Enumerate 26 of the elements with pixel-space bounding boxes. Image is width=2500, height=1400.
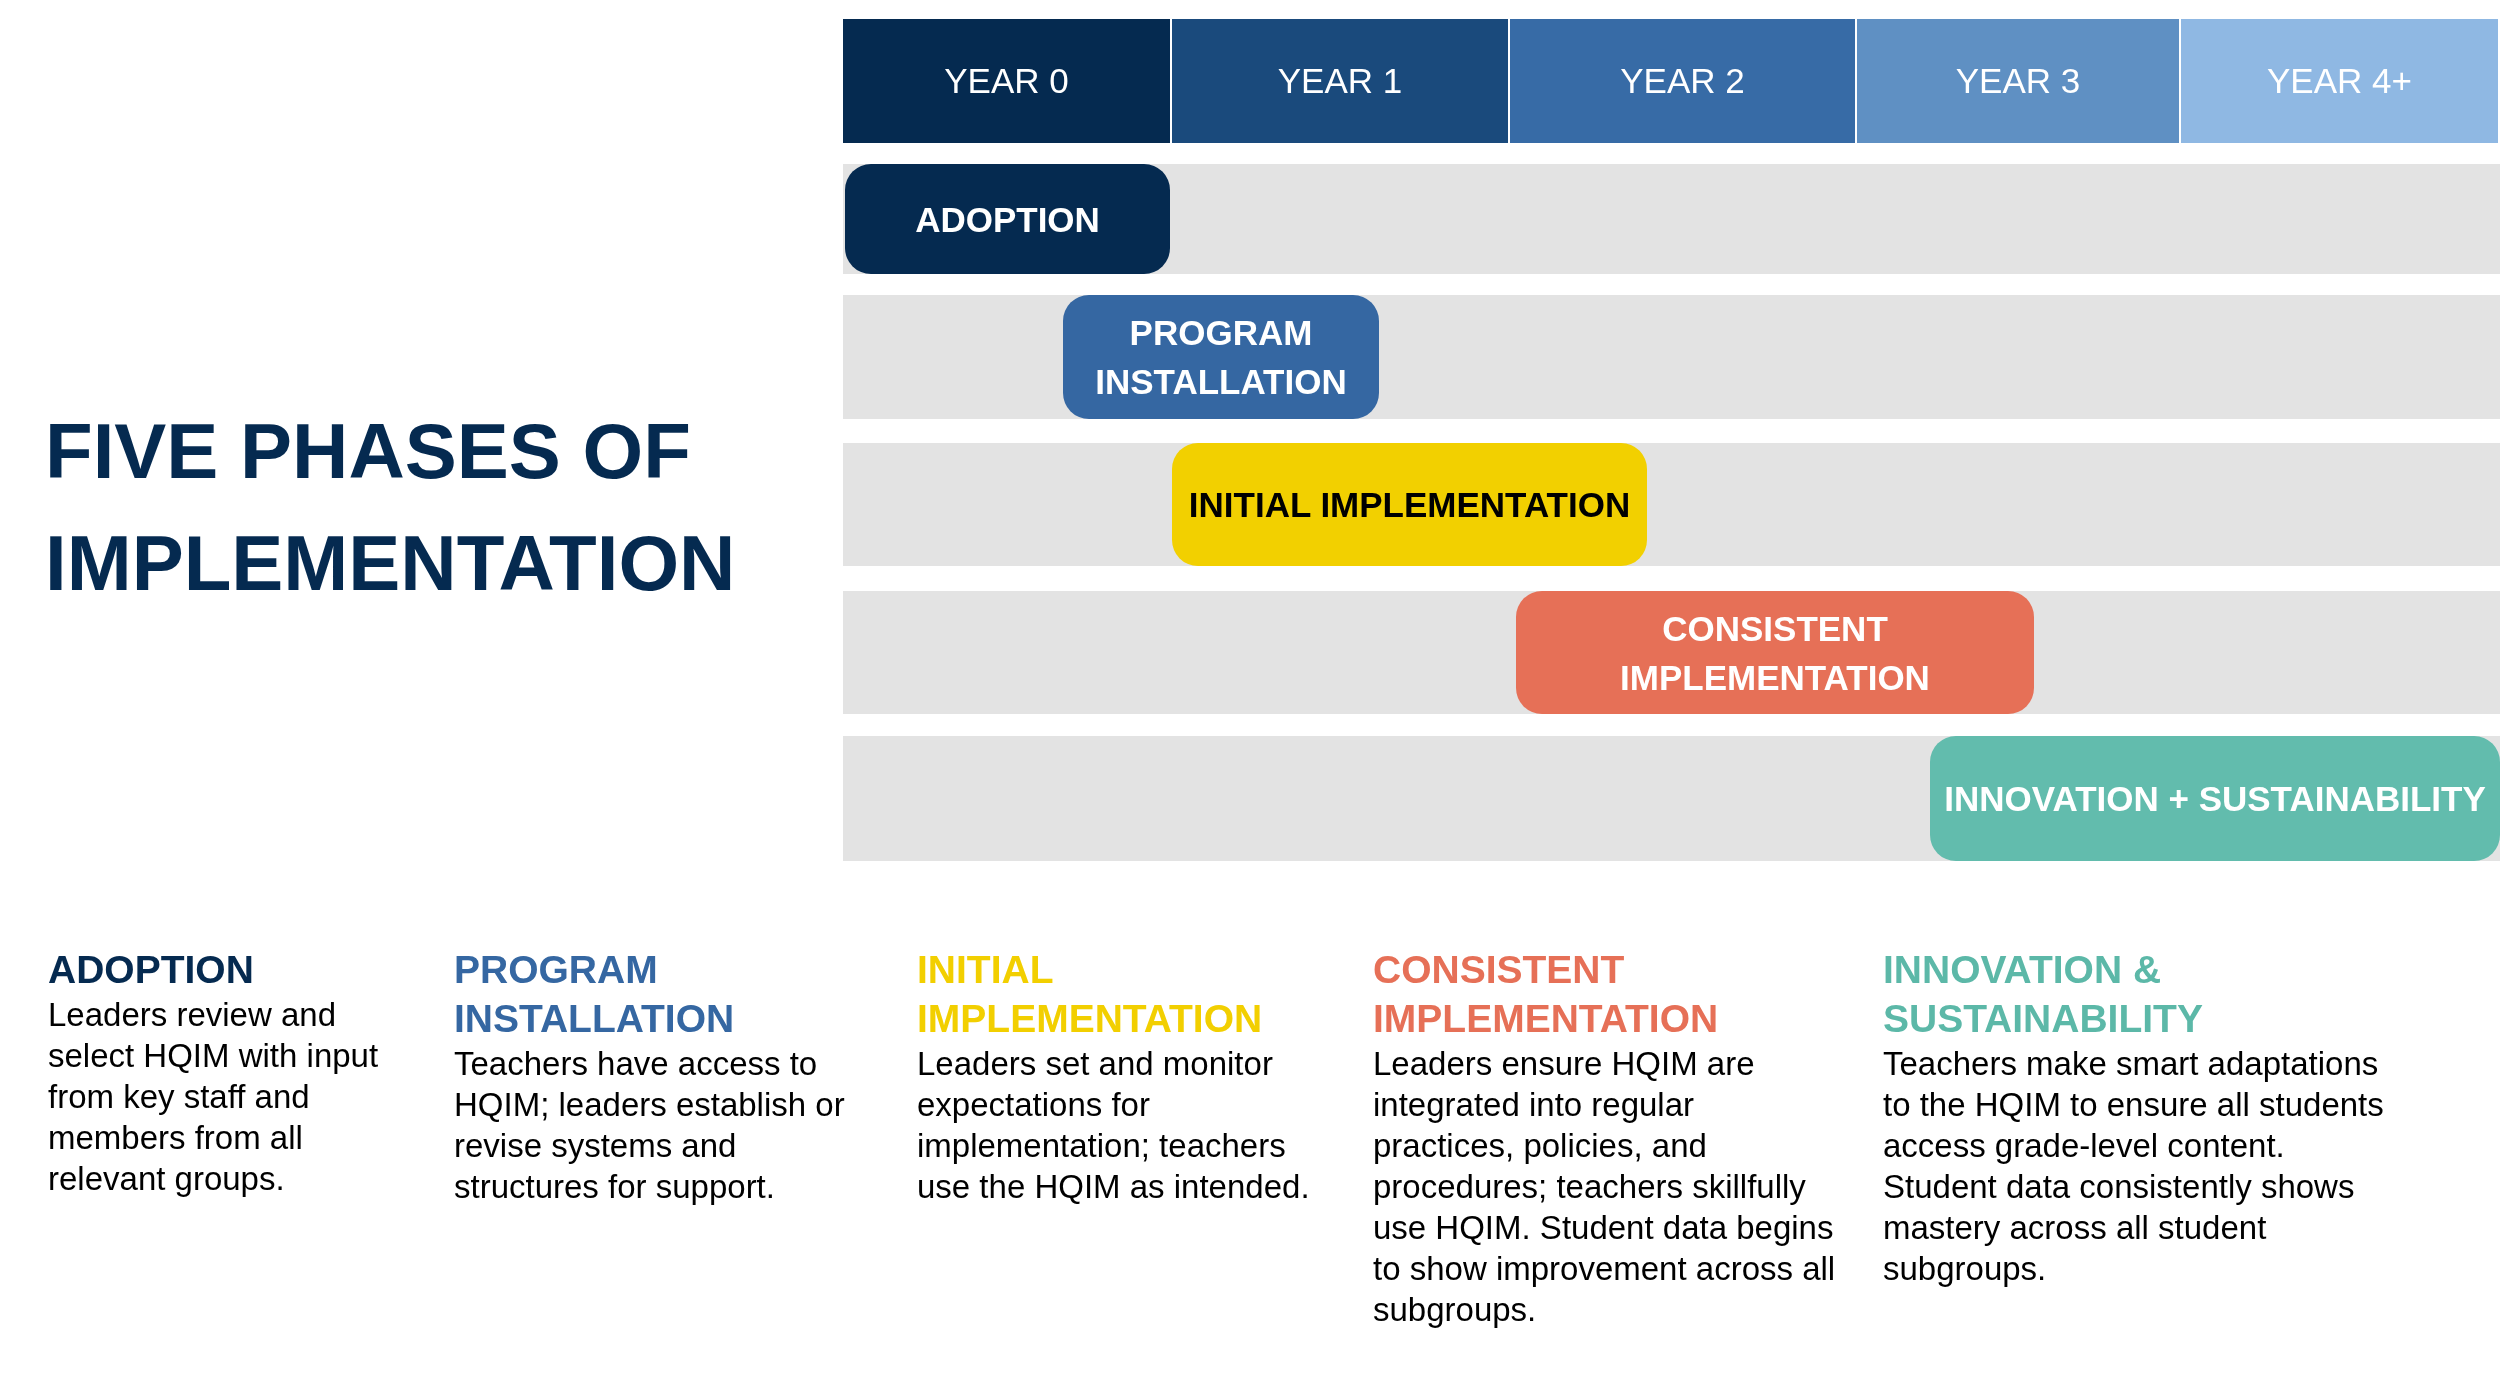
timeline-band bbox=[843, 164, 2500, 274]
phase-description: Leaders ensure HQIM are integrated into regular practices, policies, and procedures; teachers skillfully use HQIM. Student data begins to show improvement across all subgroups. bbox=[1373, 1044, 1837, 1330]
diagram-title: FIVE PHASES OF IMPLEMENTATION bbox=[45, 406, 737, 609]
phase-description: Leaders review and select HQIM with input from key staff and members from all relevant groups. bbox=[48, 995, 380, 1199]
phase-description: Leaders set and monitor expectations for implementation; teachers use the HQIM as intended. bbox=[917, 1044, 1311, 1207]
phase-pill: PROGRAM INSTALLATION bbox=[1063, 295, 1379, 419]
year-header: YEAR 3 bbox=[1857, 19, 2181, 143]
phase-heading: INITIAL IMPLEMENTATION bbox=[917, 947, 1264, 1042]
year-header: YEAR 2 bbox=[1510, 19, 1857, 143]
timeline-band bbox=[843, 736, 2500, 861]
phase-heading: CONSISTENT IMPLEMENTATION bbox=[1373, 947, 1720, 1042]
phase-pill: ADOPTION bbox=[845, 164, 1170, 274]
phase-heading: INNOVATION & SUSTAINABILITY bbox=[1883, 947, 2204, 1042]
year-header: YEAR 0 bbox=[843, 19, 1172, 143]
phase-pill: CONSISTENT IMPLEMENTATION bbox=[1516, 591, 2034, 714]
year-header: YEAR 1 bbox=[1172, 19, 1510, 143]
phase-pill: INNOVATION + SUSTAINABILITY bbox=[1930, 736, 2500, 861]
phase-description: Teachers have access to HQIM; leaders establish or revise systems and structures for support. bbox=[454, 1044, 846, 1207]
year-header: YEAR 4+ bbox=[2181, 19, 2500, 143]
timeline-band bbox=[843, 295, 2500, 419]
timeline-band bbox=[843, 591, 2500, 714]
phase-heading: PROGRAM INSTALLATION bbox=[454, 947, 736, 1042]
timeline-band bbox=[843, 443, 2500, 566]
phase-pill: INITIAL IMPLEMENTATION bbox=[1172, 443, 1647, 566]
phase-description: Teachers make smart adaptations to the HQIM to ensure all students access grade-level content. Student data consistently shows mastery across all student subgroups. bbox=[1883, 1044, 2385, 1289]
phase-heading: ADOPTION bbox=[48, 947, 255, 993]
